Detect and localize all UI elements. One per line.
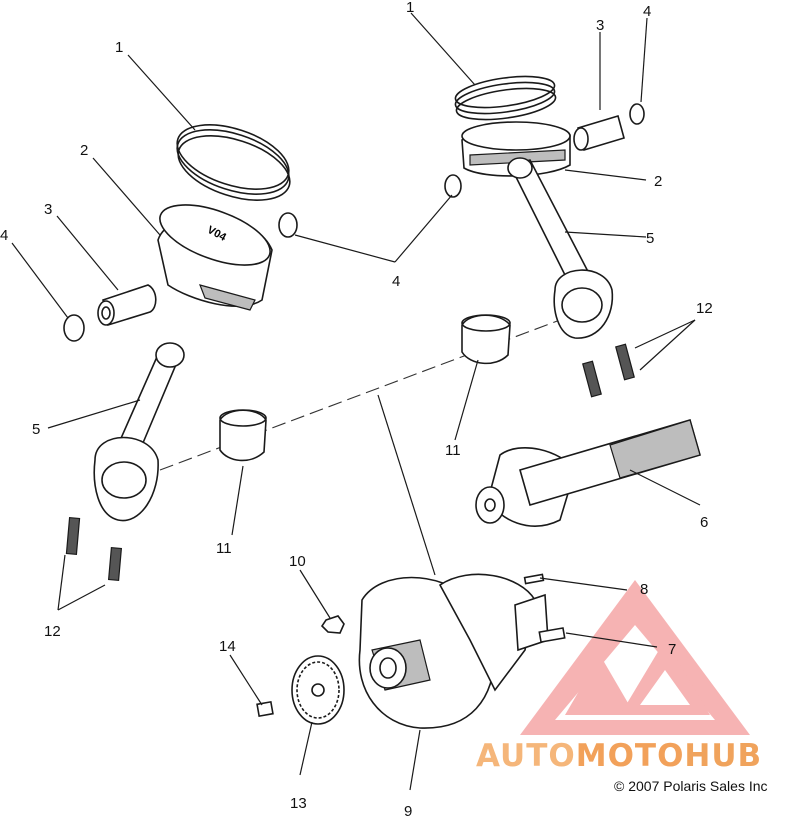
callout-crankshaft: 9 [404,803,412,819]
callout-clip-right: 4 [643,3,651,20]
callout-ring-left: 1 [115,39,123,56]
circlip-left [63,314,85,342]
bolts-right [582,343,635,398]
callout-screw: 14 [219,638,236,655]
callout-gear: 13 [290,795,307,812]
wrist-pin-left [97,284,157,327]
leader-lines [11,12,701,791]
callout-piston-left: 2 [80,142,88,159]
connecting-rod-left [93,342,185,522]
watermark-auto: AUTO [476,738,576,774]
callout-pin-7: 7 [668,641,676,658]
callout-pin-right: 3 [596,17,604,34]
output-shaft [475,419,701,527]
bearing-left [219,409,267,462]
callout-clip-center: 4 [392,273,400,290]
callout-pin-8: 8 [640,581,648,598]
callout-bolts-right: 12 [696,300,713,317]
timing-gear [291,655,345,725]
callout-ring-right: 1 [406,0,414,16]
connecting-rod-right [507,157,614,339]
circlip-center [278,212,298,238]
circlip-right [444,103,645,198]
bolts-left [65,516,123,582]
callout-shaft: 6 [700,514,708,531]
piston-ring-right [454,75,557,121]
watermark-logo [520,580,750,735]
watermark-hub: HUB [684,738,763,774]
callout-rod-left: 5 [32,421,40,438]
watermark-text: AUTOMOTOHUB [476,738,762,774]
callout-bearing-right: 11 [445,442,461,459]
callout-nut: 10 [289,553,306,570]
callout-pin-left: 3 [44,201,52,218]
bearing-right [461,314,511,365]
crankshaft [358,573,566,729]
piston-ring-left [176,124,291,201]
callout-bearing-left: 11 [216,540,232,557]
callout-piston-right: 2 [654,173,662,190]
copyright-notice: © 2007 Polaris Sales Inc [614,778,768,794]
nut [320,615,345,634]
wrist-pin-right [573,114,625,152]
callout-bolts-left: 12 [44,623,61,640]
piston-left: V04 [157,204,273,311]
watermark-moto: MOTO [575,738,685,774]
callout-numbers: 1 2 3 4 5 11 12 1 3 4 4 2 5 12 11 6 8 7 … [0,0,713,819]
callout-rod-right: 5 [646,230,654,247]
screw [256,700,274,718]
callout-clip-left: 4 [0,227,8,244]
